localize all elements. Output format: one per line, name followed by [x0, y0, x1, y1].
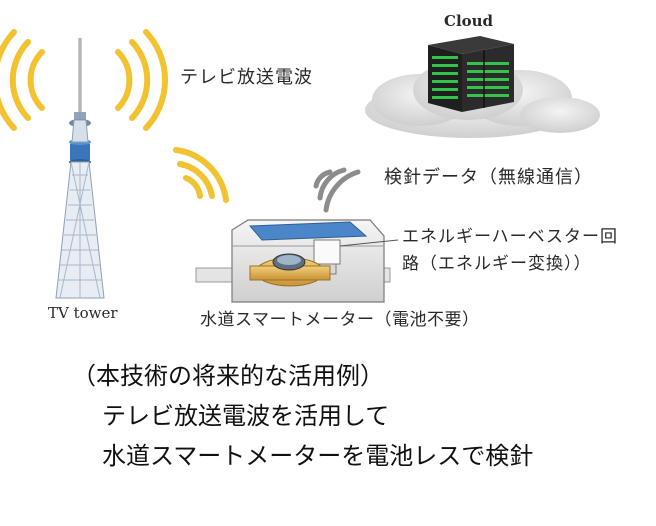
- meter-data-label: 検針データ（無線通信）: [384, 167, 593, 188]
- caption-line1: （本技術の将来的な活用例）: [72, 362, 384, 390]
- caption-line3: 水道スマートメーターを電池レスで検針: [102, 442, 534, 470]
- harvester-label: エネルギーハーベスター回 路（エネルギー変換））: [402, 224, 618, 278]
- tv-wave-label: テレビ放送電波: [180, 67, 313, 88]
- tv-signal-to-meter-icon: [173, 147, 229, 203]
- harvester-label-line1: エネルギーハーベスター回: [402, 227, 618, 247]
- wireless-data-icon: [313, 167, 361, 213]
- tv-wave-left-icon: [0, 29, 45, 131]
- leader-lines: [339, 239, 399, 247]
- water-meter-label: 水道スマートメーター（電池不要）: [200, 310, 480, 330]
- tv-tower-label: TV tower: [48, 304, 118, 322]
- water-meter-icon: [195, 219, 391, 303]
- server-rack-icon: [428, 36, 514, 112]
- caption: （本技術の将来的な活用例） テレビ放送電波を活用して 水道スマートメーターを電池…: [72, 356, 533, 476]
- harvester-label-line2: 路（エネルギー変換））: [402, 254, 592, 274]
- cloud-label: Cloud: [444, 12, 494, 30]
- caption-line2: テレビ放送電波を活用して: [102, 402, 390, 430]
- tv-wave-right-icon: [115, 29, 169, 131]
- tv-tower-icon: [55, 38, 105, 299]
